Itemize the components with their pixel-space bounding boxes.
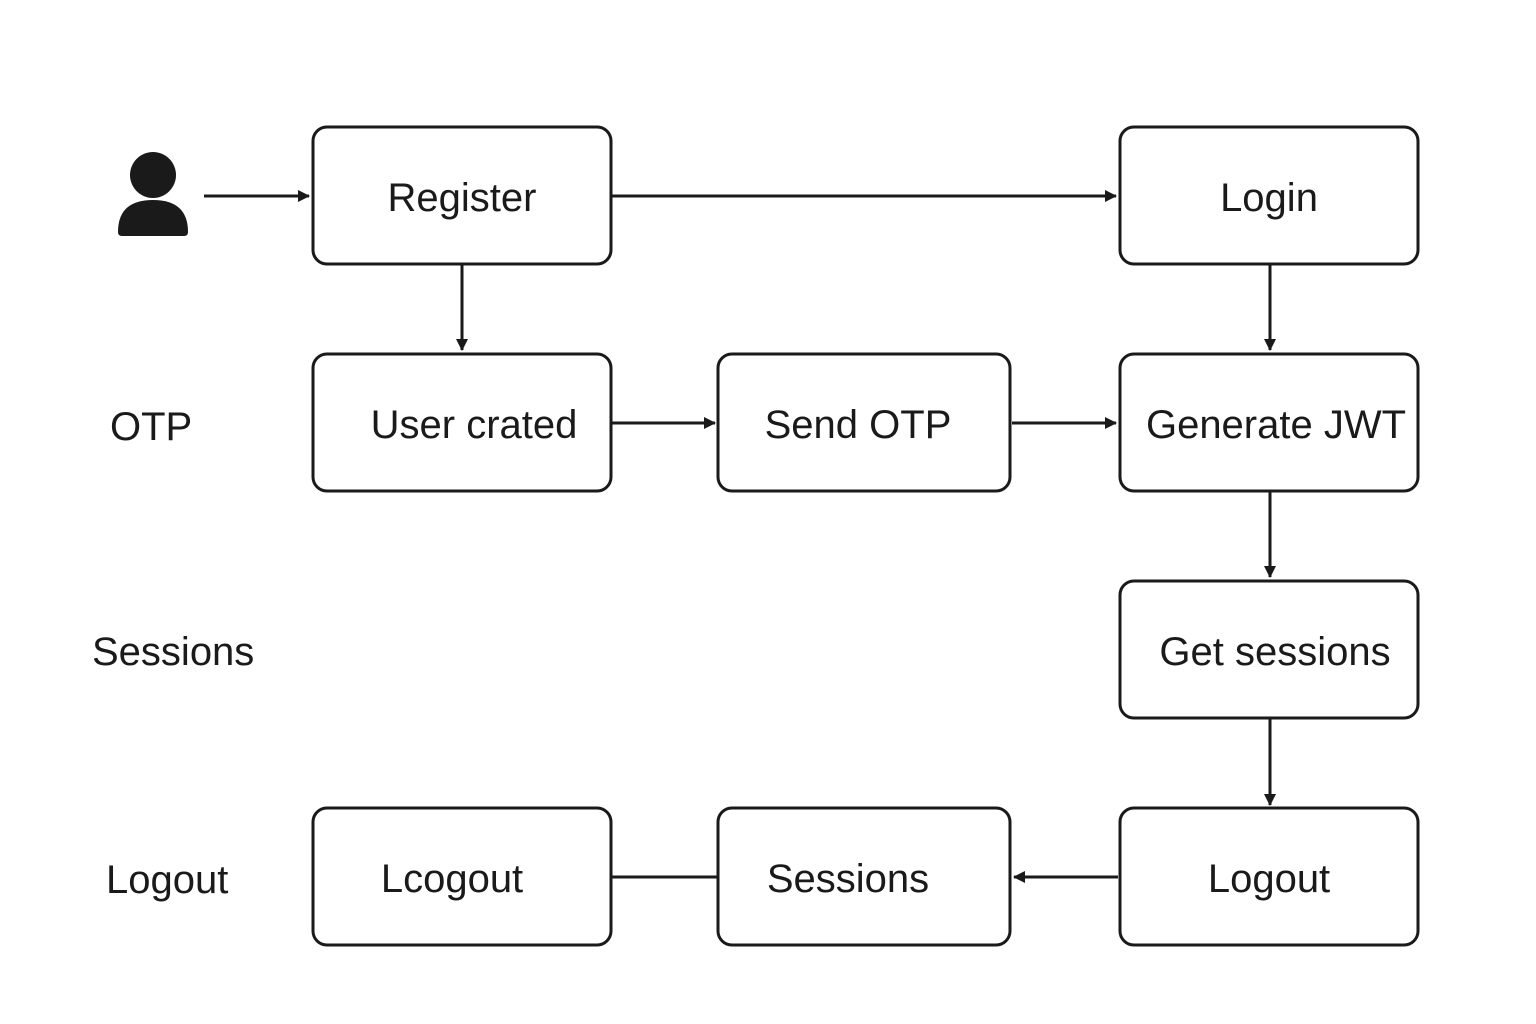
node-get-sessions: Get sessions — [1118, 579, 1420, 720]
node-get-sessions-label: Get sessions — [1159, 630, 1390, 674]
node-register: Register — [311, 125, 613, 266]
node-lcogout-label: Lcogout — [381, 857, 523, 901]
node-logout-label: Logout — [1208, 857, 1330, 901]
node-generate-jwt: Generate JWT — [1118, 352, 1420, 493]
node-register-label: Register — [388, 176, 537, 220]
node-lcogout: Lcogout — [311, 806, 613, 947]
node-user-created-label: User crated — [371, 403, 578, 447]
node-send-otp: Send OTP — [716, 352, 1012, 493]
user-icon — [118, 152, 188, 236]
node-user-created: User crated — [311, 352, 613, 493]
node-generate-jwt-label: Generate JWT — [1146, 403, 1406, 447]
node-login: Login — [1118, 125, 1420, 266]
node-sessions-label: Sessions — [767, 857, 929, 901]
node-send-otp-label: Send OTP — [765, 403, 952, 447]
row-label-otp: OTP — [110, 405, 192, 449]
node-logout: Logout — [1118, 806, 1420, 947]
node-sessions: Sessions — [716, 806, 1012, 947]
row-label-logout: Logout — [106, 858, 228, 902]
node-login-label: Login — [1220, 176, 1318, 220]
row-label-sessions: Sessions — [92, 630, 254, 674]
